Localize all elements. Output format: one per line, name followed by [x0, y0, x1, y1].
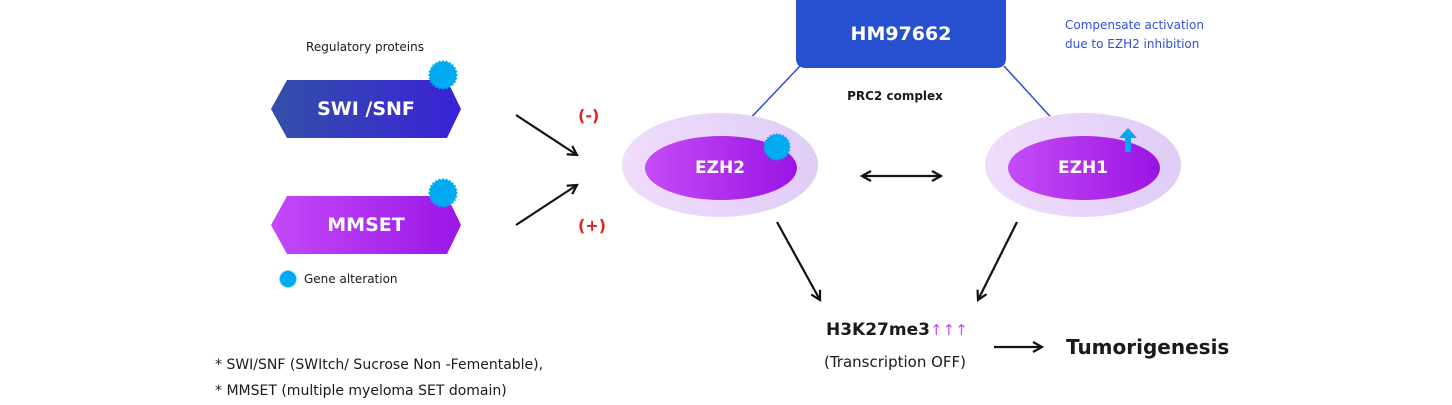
gene-alteration-icon — [428, 178, 458, 208]
ezh2-inner — [645, 136, 797, 200]
mmset-label: MMSET — [327, 214, 405, 236]
footnote-mmset: * MMSET (multiple myeloma SET domain) — [215, 383, 507, 399]
swi-snf-shape — [271, 80, 461, 138]
hm97662-label: HM97662 — [850, 23, 952, 45]
footnote-swi-snf: * SWI/SNF (SWItch/ Sucrose Non -Fementab… — [215, 357, 544, 373]
ezh1-label: EZH1 — [1058, 158, 1108, 178]
h3k27me3-text: H3K27me3 — [826, 320, 930, 340]
compensate-note-line1: Compensate activation — [1065, 18, 1204, 32]
legend-label: Gene alteration — [304, 272, 398, 286]
gene-alteration-icon — [428, 60, 458, 90]
swi-snf-label: SWI /SNF — [317, 98, 415, 120]
transcription-off-label: (Transcription OFF) — [824, 353, 967, 371]
increase-arrows-icon: ↑↑↑ — [929, 321, 968, 339]
ezh2-gene-alteration-icon — [763, 133, 791, 161]
inhibition-line-ezh1 — [1003, 65, 1058, 125]
starburst-shape — [428, 178, 458, 208]
negative-effect-label: (-) — [578, 106, 600, 125]
inhibit-arrow — [515, 114, 577, 155]
h3k27me3-label: H3K27me3↑↑↑ — [826, 320, 968, 340]
activate-arrow — [515, 185, 577, 226]
starburst-shape — [279, 270, 297, 288]
starburst-shape — [763, 133, 791, 161]
positive-effect-label: (+) — [578, 216, 607, 235]
up-arrow-icon — [1119, 128, 1137, 152]
ezh2-to-h3k27-arrow — [776, 221, 820, 300]
compensate-note-line2: due to EZH2 inhibition — [1065, 37, 1200, 51]
ezh1-inner — [1008, 136, 1160, 200]
regulatory-proteins-label: Regulatory proteins — [306, 40, 424, 54]
ezh1-to-h3k27-arrow — [978, 221, 1018, 300]
prc2-complex-label: PRC2 complex — [847, 89, 943, 103]
starburst-shape — [428, 60, 458, 90]
inhibition-line-ezh2 — [744, 65, 801, 125]
legend-gene-alteration-icon — [279, 270, 297, 288]
tumorigenesis-label: Tumorigenesis — [1066, 335, 1230, 359]
ezh2-label: EZH2 — [695, 158, 745, 178]
mmset-shape — [271, 196, 461, 254]
hm97662-box — [796, 0, 1006, 68]
